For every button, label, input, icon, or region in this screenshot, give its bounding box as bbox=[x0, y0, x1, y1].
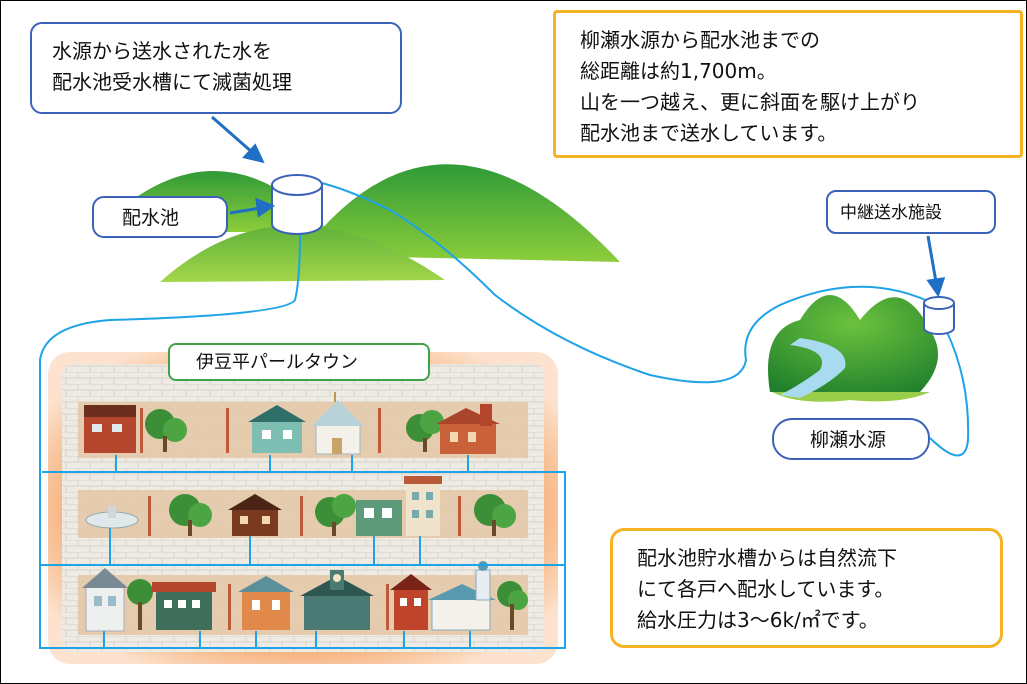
arrow-to-reservoir bbox=[229, 206, 261, 215]
house-dark-brown bbox=[228, 494, 282, 536]
source-label: 柳瀬水源 bbox=[772, 418, 930, 460]
pipe-reservoir-to-town bbox=[39, 231, 566, 649]
reservoir-label: 配水池 bbox=[92, 196, 228, 238]
distance-line-1: 柳瀬水源から配水池までの bbox=[580, 28, 820, 52]
distance-callout: 柳瀬水源から配水池までの 総距離は約1,700m。 山を一つ越え、更に斜面を駆け… bbox=[553, 10, 1023, 158]
house-clock-tower bbox=[300, 570, 374, 630]
arrow-head-icon bbox=[242, 143, 265, 164]
relay-label: 中継送水施設 bbox=[826, 190, 996, 234]
house-green-block bbox=[356, 500, 402, 536]
arrow-to-relay bbox=[926, 235, 938, 283]
reservoir-tank bbox=[271, 174, 323, 235]
reservoir-label-text: 配水池 bbox=[122, 207, 180, 229]
source-label-text: 柳瀬水源 bbox=[810, 429, 887, 451]
church-white bbox=[312, 392, 364, 455]
house-white-tall bbox=[82, 568, 128, 632]
arrow-head-icon bbox=[255, 197, 276, 218]
house-brick-2 bbox=[436, 404, 500, 454]
pipe-relay-to-reservoir bbox=[317, 181, 931, 384]
distance-line-2: 総距離は約1,700m。 bbox=[580, 59, 777, 83]
house-red-small bbox=[390, 574, 432, 630]
tree bbox=[127, 579, 153, 630]
house-green-wide bbox=[152, 582, 216, 630]
hill-front bbox=[160, 225, 445, 282]
hill-right bbox=[300, 164, 620, 262]
house-brick-1 bbox=[84, 405, 136, 453]
fountain bbox=[85, 506, 139, 529]
treatment-line-2: 配水池受水槽にて滅菌処理 bbox=[52, 70, 292, 94]
relay-tank bbox=[923, 296, 955, 335]
gravity-line-3: 給水圧力は3～6k/㎡です。 bbox=[637, 608, 879, 632]
house-teal bbox=[248, 405, 306, 453]
house-orange bbox=[238, 576, 294, 630]
tree bbox=[145, 409, 187, 452]
gravity-line-2: にて各戸へ配水しています。 bbox=[637, 577, 895, 601]
town-buildings bbox=[82, 392, 528, 632]
house-tall-beige bbox=[404, 476, 442, 536]
source-mountain bbox=[768, 295, 938, 402]
arrow-to-tank bbox=[211, 115, 254, 155]
water-pipes bbox=[39, 181, 970, 649]
tree bbox=[315, 494, 356, 536]
house-blue-church bbox=[428, 561, 496, 631]
tree bbox=[497, 581, 528, 630]
relay-label-text: 中継送水施設 bbox=[840, 203, 942, 223]
gravity-callout: 配水池貯水槽からは自然流下 にて各戸へ配水しています。 給水圧力は3～6k/㎡で… bbox=[610, 528, 1003, 648]
arrow-head-icon bbox=[926, 277, 946, 298]
distance-line-3: 山を一つ越え、更に斜面を駆け上がり bbox=[580, 90, 920, 114]
pipe-source-to-relay bbox=[929, 329, 970, 457]
tree bbox=[406, 410, 444, 452]
treatment-callout: 水源から送水された水を 配水池受水槽にて滅菌処理 bbox=[30, 22, 402, 114]
distance-line-4: 配水池まで送水しています。 bbox=[580, 121, 838, 145]
town-label-text: 伊豆平パールタウン bbox=[196, 352, 358, 373]
town-label: 伊豆平パールタウン bbox=[168, 343, 430, 381]
pointer-arrows bbox=[211, 115, 946, 298]
tree bbox=[474, 494, 516, 536]
gravity-line-1: 配水池貯水槽からは自然流下 bbox=[637, 546, 897, 570]
tree bbox=[169, 494, 212, 536]
treatment-line-1: 水源から送水された水を bbox=[52, 39, 272, 63]
